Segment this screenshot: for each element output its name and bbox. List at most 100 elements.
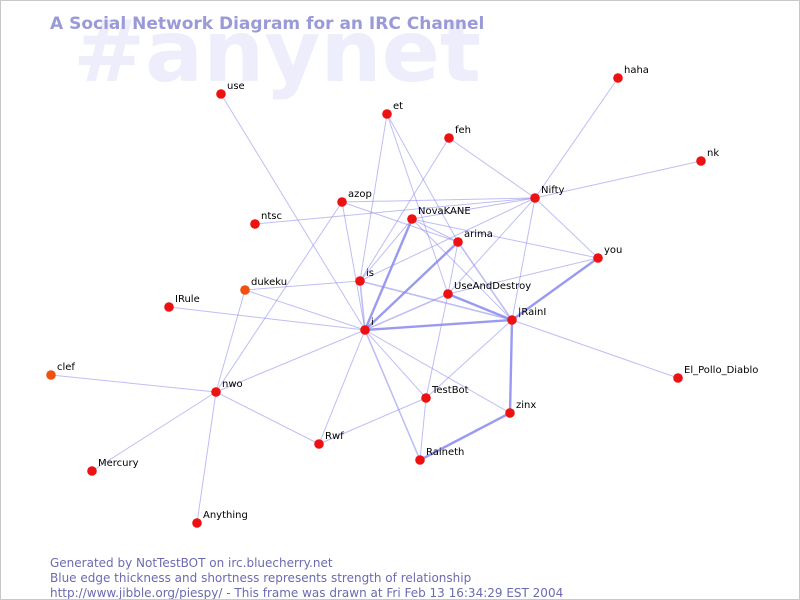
edge-nwo-Anything xyxy=(196,391,217,524)
edge-azop-arima xyxy=(341,201,459,243)
node-feh: feh xyxy=(444,125,471,143)
node-label-nwo: nwo xyxy=(222,379,243,390)
edge-NovaKANE-i xyxy=(363,218,414,331)
node-dot-ntsc xyxy=(250,219,260,229)
edge-NovaKANE-IRainI xyxy=(411,218,513,321)
diagram-title: A Social Network Diagram for an IRC Chan… xyxy=(50,14,484,34)
edge-layer xyxy=(50,77,702,524)
node-dot-use xyxy=(216,89,226,99)
node-dot-you xyxy=(593,253,603,263)
node-label-zinx: zinx xyxy=(516,400,536,411)
node-label-Nifty: Nifty xyxy=(541,185,565,196)
node-dot-Raineth xyxy=(415,455,425,465)
node-dot-feh xyxy=(444,133,454,143)
node-i: i xyxy=(360,317,374,335)
node-is: is xyxy=(355,268,374,286)
edge-dukeku-nwo xyxy=(215,289,246,393)
node-dot-et xyxy=(382,109,392,119)
node-dot-TestBot xyxy=(421,393,431,403)
edge-UseAndDestroy-i xyxy=(364,293,449,331)
node-dot-azop xyxy=(337,197,347,207)
node-label-IRainI: |RainI xyxy=(518,307,546,318)
node-dot-El_Pollo_Diablo xyxy=(673,373,683,383)
edge-feh-is xyxy=(359,137,450,282)
node-layer: use et haha feh nk azop Nifty ntsc NovaKANE arima… xyxy=(46,65,758,528)
edge-is-IRainI xyxy=(359,280,513,321)
node-label-Anything: Anything xyxy=(203,510,248,521)
footer-edge-legend: Blue edge thickness and shortness repres… xyxy=(50,571,471,585)
node-label-NovaKANE: NovaKANE xyxy=(418,206,471,217)
node-label-you: you xyxy=(604,245,622,256)
node-you: you xyxy=(593,245,622,263)
edge-UseAndDestroy-IRainI xyxy=(447,292,513,322)
edge-azop-i xyxy=(341,201,366,331)
node-label-arima: arima xyxy=(464,229,493,240)
node-label-Raineth: Raineth xyxy=(426,447,464,458)
edge-feh-Nifty xyxy=(448,137,536,199)
edge-UseAndDestroy-TestBot xyxy=(425,293,449,399)
node-arima: arima xyxy=(453,229,493,247)
node-Rwf: Rwf xyxy=(314,431,344,449)
edge-NovaKANE-is xyxy=(359,218,413,282)
edge-haha-Nifty xyxy=(534,77,619,199)
edge-NovaKANE-you xyxy=(411,218,599,259)
edge-IRainI-zinx xyxy=(508,319,514,414)
node-Nifty: Nifty xyxy=(530,185,565,203)
edge-i-nwo xyxy=(215,329,366,393)
edge-clef-nwo xyxy=(50,374,217,393)
node-dot-haha xyxy=(613,73,623,83)
node-dot-nwo xyxy=(211,387,221,397)
node-IRule: IRule xyxy=(164,294,200,312)
node-label-El_Pollo_Diablo: El_Pollo_Diablo xyxy=(684,365,758,376)
edge-i-Raineth xyxy=(364,329,421,461)
edge-TestBot-Rwf xyxy=(318,397,427,445)
node-nk: nk xyxy=(696,148,719,166)
edge-Nifty-NovaKANE xyxy=(411,197,536,220)
node-label-clef: clef xyxy=(57,362,75,373)
node-azop: azop xyxy=(337,189,372,207)
node-label-ntsc: ntsc xyxy=(261,211,282,222)
edge-i-zinx xyxy=(364,329,511,414)
edge-is-dukeku xyxy=(244,280,361,291)
edge-IRainI-TestBot xyxy=(425,319,513,399)
edge-IRule-i xyxy=(168,306,366,331)
edge-i-TestBot xyxy=(364,329,427,399)
node-Mercury: Mercury xyxy=(87,458,139,476)
node-dot-IRule xyxy=(164,302,174,312)
edge-IRainI-i xyxy=(364,318,513,332)
edge-et-is xyxy=(359,113,388,282)
node-label-haha: haha xyxy=(624,65,649,76)
node-El_Pollo_Diablo: El_Pollo_Diablo xyxy=(673,365,758,383)
node-dot-i xyxy=(360,325,370,335)
edge-nwo-Mercury xyxy=(91,391,217,472)
node-nwo: nwo xyxy=(211,379,243,397)
node-dot-Rwf xyxy=(314,439,324,449)
edge-Nifty-UseAndDestroy xyxy=(447,197,536,295)
node-Raineth: Raineth xyxy=(415,447,464,465)
node-haha: haha xyxy=(613,65,649,83)
node-label-dukeku: dukeku xyxy=(251,277,287,288)
edge-nk-Nifty xyxy=(534,160,702,199)
node-dot-Mercury xyxy=(87,466,97,476)
edge-dukeku-i xyxy=(244,289,366,331)
edge-you-IRainI xyxy=(511,257,599,321)
node-use: use xyxy=(216,81,245,99)
node-label-feh: feh xyxy=(455,125,471,136)
node-TestBot: TestBot xyxy=(421,385,469,403)
node-dot-arima xyxy=(453,237,463,247)
edge-TestBot-Raineth xyxy=(419,397,427,461)
node-label-et: et xyxy=(393,101,403,112)
node-zinx: zinx xyxy=(505,400,536,418)
edge-arima-i xyxy=(364,241,459,331)
node-label-IRule: IRule xyxy=(175,294,200,305)
edge-Nifty-is xyxy=(359,197,536,282)
node-dot-Anything xyxy=(192,518,202,528)
edge-ntsc-Nifty xyxy=(254,197,536,225)
edge-azop-nwo xyxy=(215,201,343,393)
node-dot-nk xyxy=(696,156,706,166)
node-Anything: Anything xyxy=(192,510,248,528)
node-label-nk: nk xyxy=(707,148,719,159)
edge-NovaKANE-arima xyxy=(411,218,459,243)
